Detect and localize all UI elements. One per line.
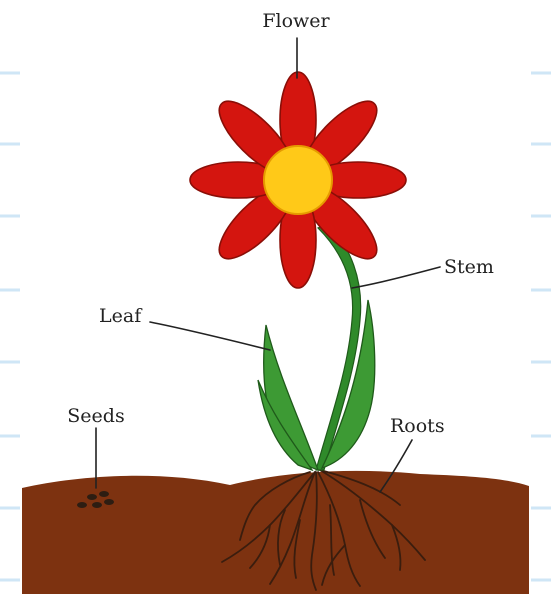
- label-seeds: Seeds: [67, 405, 124, 427]
- label-stem: Stem: [444, 256, 494, 278]
- leaf-leader-line: [150, 322, 270, 350]
- flower-center: [264, 146, 332, 214]
- label-flower: Flower: [262, 10, 330, 32]
- label-roots: Roots: [390, 415, 445, 437]
- label-leaf: Leaf: [99, 305, 143, 327]
- stem-leader-line: [352, 267, 440, 288]
- leader-lines: [96, 38, 440, 492]
- flower-head: [190, 72, 406, 288]
